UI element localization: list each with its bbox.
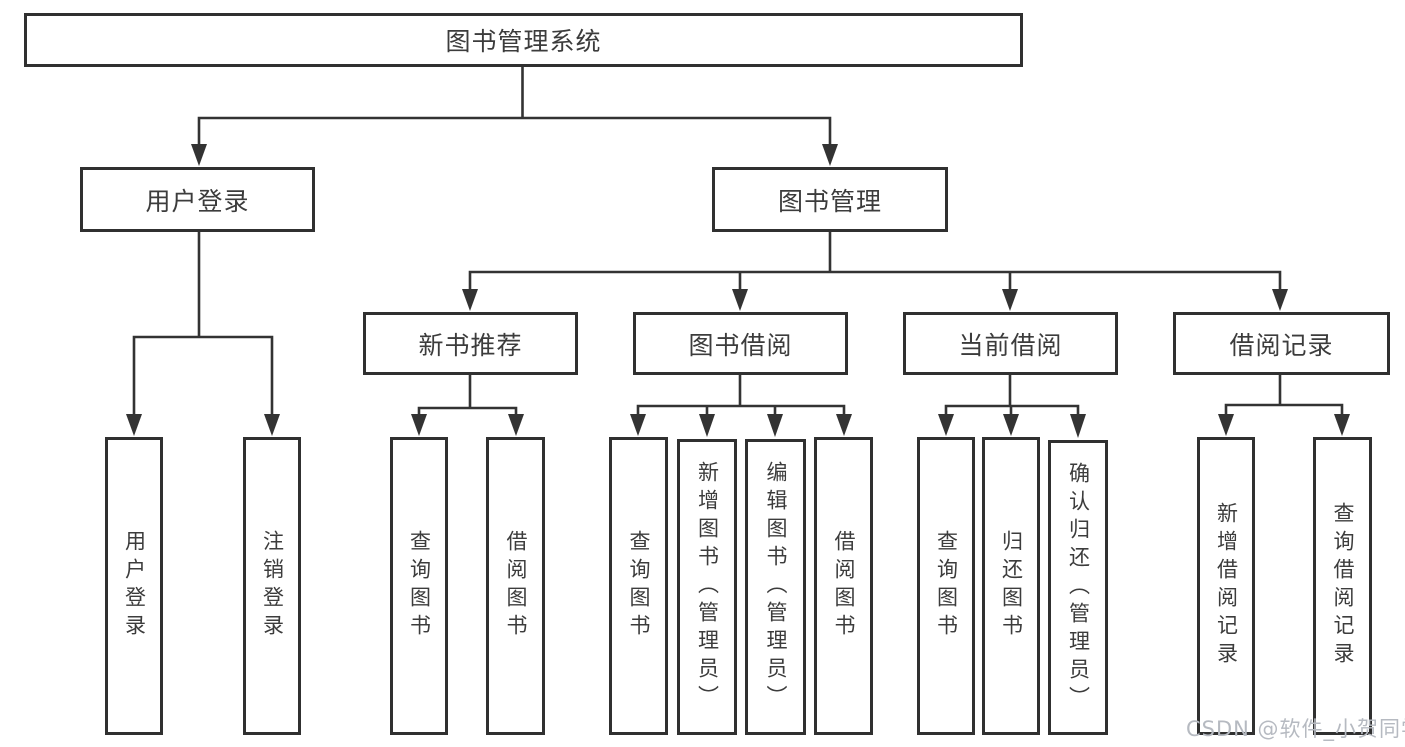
leaf-borrow-books: 借阅图书 <box>814 437 873 735</box>
arrowhead <box>411 414 427 436</box>
arrowhead <box>822 144 838 166</box>
node-root: 图书管理系统 <box>24 13 1023 67</box>
arrowhead <box>1218 414 1234 436</box>
node-label: 借阅记录 <box>1229 330 1334 360</box>
leaf-label: 查询借阅记录 <box>1331 502 1355 670</box>
csdn-watermark: CSDN @软件_小贺同学 <box>1186 717 1405 741</box>
arrowhead <box>836 414 852 436</box>
leaf-query-books-borrow: 查询图书 <box>609 437 668 735</box>
arrowhead <box>1003 414 1019 436</box>
leaf-add-book-admin: 新增图书（管理员） <box>677 439 737 735</box>
node-current-borrow: 当前借阅 <box>903 312 1118 375</box>
leaf-label: 查询图书 <box>627 530 651 642</box>
leaf-label: 归还图书 <box>999 530 1024 642</box>
arrowhead <box>938 414 954 436</box>
arrowhead <box>191 144 207 166</box>
node-label: 图书借阅 <box>688 330 793 360</box>
leaf-label: 新增借阅记录 <box>1214 502 1239 670</box>
arrowhead <box>732 289 748 311</box>
arrowhead <box>1070 414 1086 438</box>
arrowhead <box>1272 289 1288 311</box>
arrowhead <box>767 414 783 437</box>
leaf-add-borrow-record: 新增借阅记录 <box>1197 437 1255 735</box>
arrowhead <box>1002 289 1018 311</box>
leaf-label: 借阅图书 <box>832 530 856 642</box>
arrowhead <box>462 289 478 311</box>
arrowhead <box>699 414 715 437</box>
leaf-query-books-current: 查询图书 <box>917 437 975 735</box>
leaf-logout: 注销登录 <box>243 437 301 735</box>
arrowhead <box>264 414 280 436</box>
leaf-edit-book-admin: 编辑图书（管理员） <box>745 439 806 735</box>
leaf-label: 确认归还（管理员） <box>1066 461 1091 714</box>
leaf-user-login: 用户登录 <box>105 437 163 735</box>
arrowhead <box>1334 414 1350 436</box>
node-root-label: 图书管理系统 <box>445 27 602 56</box>
node-label: 图书管理 <box>777 186 882 216</box>
leaf-label: 用户登录 <box>122 530 147 642</box>
node-label: 当前借阅 <box>958 330 1063 360</box>
leaf-label: 注销登录 <box>260 530 285 642</box>
leaf-query-borrow-record: 查询借阅记录 <box>1313 437 1372 735</box>
leaf-confirm-return-admin: 确认归还（管理员） <box>1048 440 1108 735</box>
leaf-borrow-books-recommend: 借阅图书 <box>486 437 545 735</box>
leaf-query-books-recommend: 查询图书 <box>390 437 448 735</box>
node-new-book-recommend: 新书推荐 <box>363 312 578 375</box>
arrowhead <box>126 414 142 436</box>
leaf-label: 编辑图书（管理员） <box>764 461 788 713</box>
node-borrow-records: 借阅记录 <box>1173 312 1390 375</box>
node-book-management: 图书管理 <box>712 167 948 232</box>
node-label: 新书推荐 <box>418 330 523 360</box>
leaf-return-book: 归还图书 <box>982 437 1040 735</box>
arrowhead <box>630 414 646 436</box>
node-user-login: 用户登录 <box>80 167 315 232</box>
node-label: 用户登录 <box>145 186 250 216</box>
leaf-label: 借阅图书 <box>504 530 528 642</box>
leaf-label: 查询图书 <box>934 530 959 642</box>
leaf-label: 查询图书 <box>407 530 432 642</box>
leaf-label: 新增图书（管理员） <box>695 461 720 713</box>
arrowhead <box>508 414 524 436</box>
node-book-borrow: 图书借阅 <box>633 312 848 375</box>
